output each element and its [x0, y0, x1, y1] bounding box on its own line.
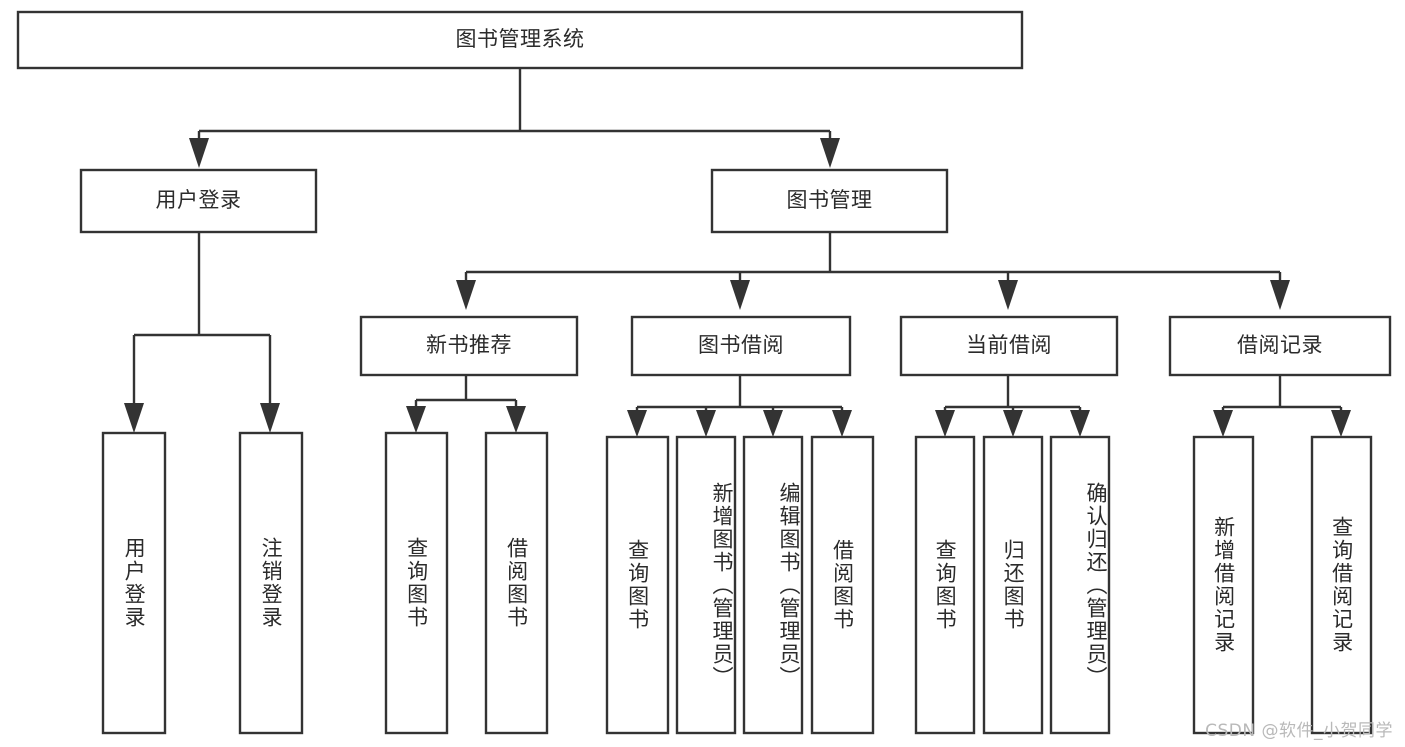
arrow-head-leaf-add-book [696, 410, 716, 437]
arrow-head-book-manage [820, 138, 840, 168]
arrow-head-book-borrow [730, 280, 750, 310]
arrow-head-leaf-logout [260, 403, 280, 433]
connectors-currentborrow-to-leaves [935, 376, 1090, 437]
node-box-borrow-record[interactable] [1168, 315, 1392, 377]
connectors-borrowrecord-to-leaves [1213, 376, 1351, 437]
arrow-head-new-book-recommend [456, 280, 476, 310]
node-box-leaf-query-book-2[interactable] [605, 435, 670, 735]
node-box-current-borrow[interactable] [899, 315, 1119, 377]
arrow-head-current-borrow [998, 280, 1018, 310]
watermark-text: CSDN @软件_小贺同学 [1205, 721, 1393, 741]
node-box-leaf-logout[interactable] [238, 431, 304, 735]
arrow-head-leaf-query-record [1331, 410, 1351, 437]
arrow-head-leaf-return-book [1003, 410, 1023, 437]
node-box-new-book-recommend[interactable] [359, 315, 579, 377]
node-box-leaf-return-book[interactable] [982, 435, 1044, 735]
node-box-leaf-borrow-book-1[interactable] [484, 431, 549, 735]
arrow-head-leaf-borrow-book-1 [506, 406, 526, 433]
connectors-newbook-to-leaves [406, 376, 526, 433]
arrow-head-leaf-add-record [1213, 410, 1233, 437]
connectors-userlogin-to-leaves [124, 233, 280, 433]
node-box-leaf-user-login[interactable] [101, 431, 167, 735]
node-box-book-borrow[interactable] [630, 315, 852, 377]
arrow-head-borrow-record [1270, 280, 1290, 310]
arrow-head-leaf-query-book-1 [406, 406, 426, 433]
connectors-root-to-level2 [189, 68, 840, 168]
node-box-leaf-borrow-book-2[interactable] [810, 435, 875, 735]
node-box-user-login[interactable] [79, 168, 318, 234]
arrow-head-leaf-edit-book [763, 410, 783, 437]
node-box-book-manage[interactable] [710, 168, 949, 234]
arrow-head-leaf-user-login [124, 403, 144, 433]
connectors-bookborrow-to-leaves [627, 376, 852, 437]
node-box-root[interactable] [16, 10, 1024, 70]
node-box-leaf-query-book-3[interactable] [914, 435, 976, 735]
arrow-head-leaf-query-book-2 [627, 410, 647, 437]
arrow-head-leaf-query-book-3 [935, 410, 955, 437]
node-box-leaf-query-book-1[interactable] [384, 431, 449, 735]
arrow-head-user-login [189, 138, 209, 168]
arrow-head-leaf-confirm-return [1070, 410, 1090, 437]
node-box-leaf-add-book[interactable] [675, 435, 737, 735]
node-box-leaf-confirm-return[interactable] [1049, 435, 1111, 735]
connectors-bookmanage-to-level3 [456, 233, 1290, 310]
node-box-leaf-edit-book[interactable] [742, 435, 804, 735]
node-box-leaf-add-record[interactable] [1192, 435, 1255, 735]
arrow-head-leaf-borrow-book-2 [832, 410, 852, 437]
node-box-leaf-query-record[interactable] [1310, 435, 1373, 735]
